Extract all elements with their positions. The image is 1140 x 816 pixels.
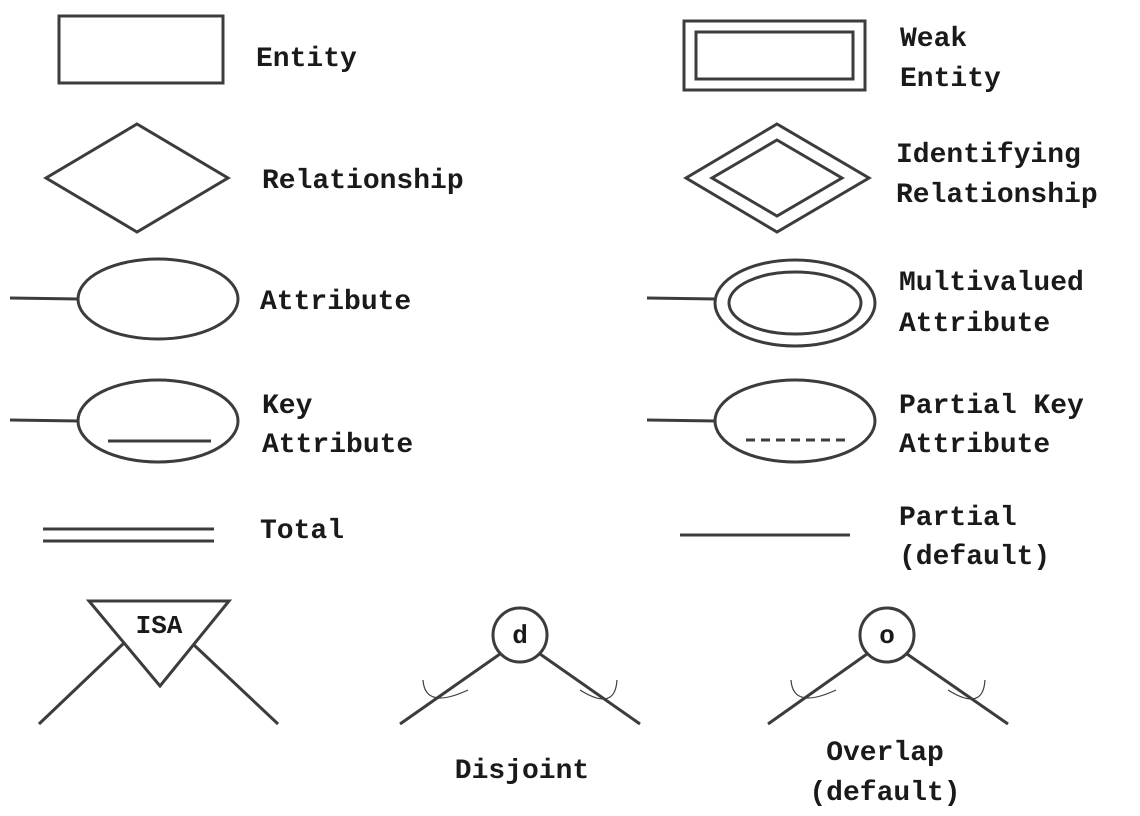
weak-entity-label-line1: Weak <box>900 24 967 55</box>
multivalued-attribute-legend-item: Multivalued Attribute <box>646 258 1084 348</box>
disjoint-circle-symbol <box>491 606 549 664</box>
entity-label: Entity <box>256 44 357 75</box>
attribute-connector-line <box>9 296 80 301</box>
entity-legend-item: Entity <box>57 14 357 85</box>
isa-left-branch-line <box>37 641 126 726</box>
overlap-circle-symbol <box>858 606 916 664</box>
isa-right-branch-line <box>192 643 280 726</box>
key-attribute-label-line1: Key <box>262 391 313 422</box>
overlap-legend-item: o Overlap (default) <box>767 606 1009 809</box>
entity-rectangle-symbol <box>57 14 225 85</box>
partial-key-attribute-label-line1: Partial Key <box>899 391 1084 422</box>
multivalued-attribute-label-line1: Multivalued <box>899 268 1084 299</box>
multivalued-attribute-inner-ellipse <box>727 270 863 336</box>
partial-label-line2: (default) <box>899 542 1050 573</box>
overlap-symbol-text: o <box>879 621 895 651</box>
overlap-label-line1: Overlap <box>826 738 944 769</box>
isa-symbol-text: ISA <box>136 611 183 641</box>
disjoint-left-branch-line <box>399 652 501 726</box>
key-attribute-legend-item: Key Attribute <box>9 378 413 464</box>
relationship-diamond-symbol <box>43 122 231 234</box>
multivalued-attribute-connector-line <box>646 296 717 301</box>
disjoint-label: Disjoint <box>455 756 589 787</box>
identifying-relationship-label-line2: Relationship <box>896 180 1098 211</box>
overlap-right-branch-line <box>906 652 1009 726</box>
identifying-relationship-inner-diamond <box>709 138 845 218</box>
weak-entity-label-line2: Entity <box>900 64 1001 95</box>
key-attribute-ellipse-symbol <box>76 378 240 464</box>
partial-key-attribute-connector-line <box>646 418 717 423</box>
partial-key-attribute-legend-item: Partial Key Attribute <box>646 378 1084 464</box>
overlap-right-subset-arc <box>947 679 986 700</box>
total-label: Total <box>260 516 344 547</box>
attribute-legend-item: Attribute <box>9 257 411 341</box>
isa-legend-item: ISA <box>37 599 280 726</box>
partial-key-attribute-ellipse-symbol <box>713 378 877 464</box>
attribute-label: Attribute <box>260 287 411 318</box>
disjoint-right-subset-arc <box>579 679 618 700</box>
key-attribute-label-line2: Attribute <box>262 430 413 461</box>
relationship-legend-item: Relationship <box>43 122 464 234</box>
disjoint-left-subset-arc <box>422 679 469 699</box>
attribute-ellipse-symbol <box>76 257 240 341</box>
multivalued-attribute-outer-ellipse <box>713 258 877 348</box>
overlap-left-subset-arc <box>790 679 837 699</box>
overlap-label-line2: (default) <box>809 778 960 809</box>
partial-label-line1: Partial <box>899 503 1017 534</box>
relationship-label: Relationship <box>262 166 464 197</box>
weak-entity-legend-item: Weak Entity <box>682 19 1001 95</box>
partial-key-attribute-label-line2: Attribute <box>899 430 1050 461</box>
weak-entity-inner-rectangle <box>694 30 855 81</box>
disjoint-symbol-text: d <box>512 621 528 651</box>
weak-entity-outer-rectangle <box>682 19 867 92</box>
multivalued-attribute-label-line2: Attribute <box>899 309 1050 340</box>
identifying-relationship-label-line1: Identifying <box>896 140 1081 171</box>
disjoint-legend-item: d Disjoint <box>399 606 641 787</box>
key-attribute-connector-line <box>9 418 80 423</box>
disjoint-right-branch-line <box>539 652 641 726</box>
identifying-relationship-legend-item: Identifying Relationship <box>683 122 1098 234</box>
isa-triangle-symbol <box>85 599 233 689</box>
partial-participation-legend-item: Partial (default) <box>680 503 1050 573</box>
overlap-left-branch-line <box>767 652 868 726</box>
total-participation-legend-item: Total <box>43 516 344 547</box>
identifying-relationship-outer-diamond <box>683 122 872 234</box>
